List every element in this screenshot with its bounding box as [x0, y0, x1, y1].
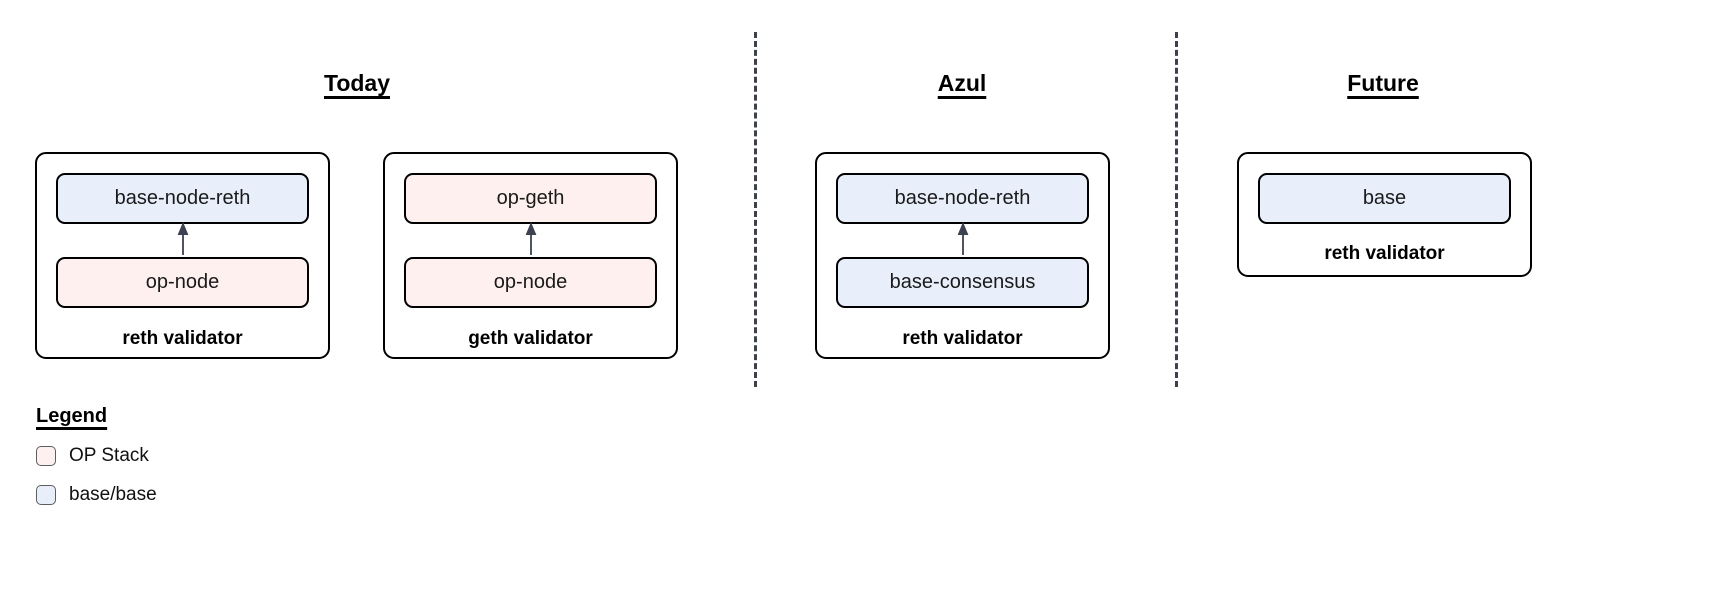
card-label-azul-reth-validator: reth validator	[902, 328, 1023, 349]
legend-title: Legend	[36, 405, 108, 427]
divider-azul-future	[1175, 32, 1178, 387]
card-future-reth-validator: base reth validator	[1237, 152, 1532, 277]
card-today-geth-validator: op-geth op-node geth validator	[383, 152, 678, 359]
legend-label-op: OP Stack	[69, 445, 149, 466]
section-title-azul: Azul	[937, 70, 987, 96]
legend-swatch-base	[36, 485, 56, 505]
divider-today-azul	[754, 32, 757, 387]
legend-label-base: base/base	[69, 484, 157, 505]
legend-swatch-op	[36, 446, 56, 466]
card-label-today-geth-validator: geth validator	[468, 328, 593, 349]
legend-title-wrap: Legend	[36, 405, 157, 428]
node-box-base-consensus: base-consensus	[836, 257, 1089, 308]
section-title-today: Today	[323, 70, 391, 96]
node-box-op-node: op-node	[56, 257, 309, 308]
legend-item-op: OP Stack	[36, 445, 157, 467]
card-today-reth-validator: base-node-reth op-node reth validator	[35, 152, 330, 359]
card-label-future-reth-validator: reth validator	[1324, 243, 1445, 264]
node-box-op-geth: op-geth	[404, 173, 657, 224]
node-box-base-node-reth: base-node-reth	[56, 173, 309, 224]
node-box-base-node-reth: base-node-reth	[836, 173, 1089, 224]
legend: Legend OP Stack base/base	[36, 405, 157, 506]
legend-item-base: base/base	[36, 484, 157, 506]
card-azul-reth-validator: base-node-reth base-consensus reth validat…	[815, 152, 1110, 359]
section-title-future: Future	[1347, 70, 1419, 96]
node-box-base: base	[1258, 173, 1511, 224]
node-box-op-node: op-node	[404, 257, 657, 308]
card-label-today-reth-validator: reth validator	[122, 328, 243, 349]
